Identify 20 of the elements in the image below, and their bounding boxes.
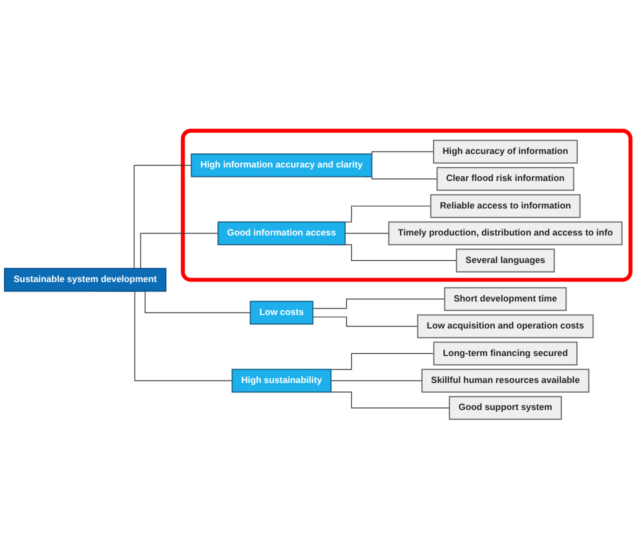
node-box: Several languages — [456, 248, 555, 272]
node-box: Reliable access to information — [430, 194, 581, 218]
node-box: Short development time — [444, 287, 567, 311]
connector — [312, 316, 418, 327]
connector — [312, 298, 446, 309]
node-box: Sustainable system development — [4, 268, 166, 292]
node-box: Low costs — [250, 300, 314, 325]
node-box: High information accuracy and clarity — [190, 153, 372, 178]
connector — [330, 380, 422, 382]
node-box: Long-term financing secured — [433, 342, 578, 366]
connector — [344, 232, 390, 234]
node-box: Low acquisition and operation costs — [417, 314, 594, 338]
cluster — [180, 128, 632, 282]
node-box: Skillful human resources available — [421, 368, 590, 393]
node-box: Timely production, distribution and access to info — [388, 221, 623, 246]
node-box: High accuracy of information — [433, 140, 578, 164]
node-box: Good support system — [448, 396, 562, 420]
node-box: High sustainability — [232, 368, 332, 393]
node-box: Good information access — [218, 221, 346, 246]
node-box: Clear flood risk information — [436, 167, 574, 191]
